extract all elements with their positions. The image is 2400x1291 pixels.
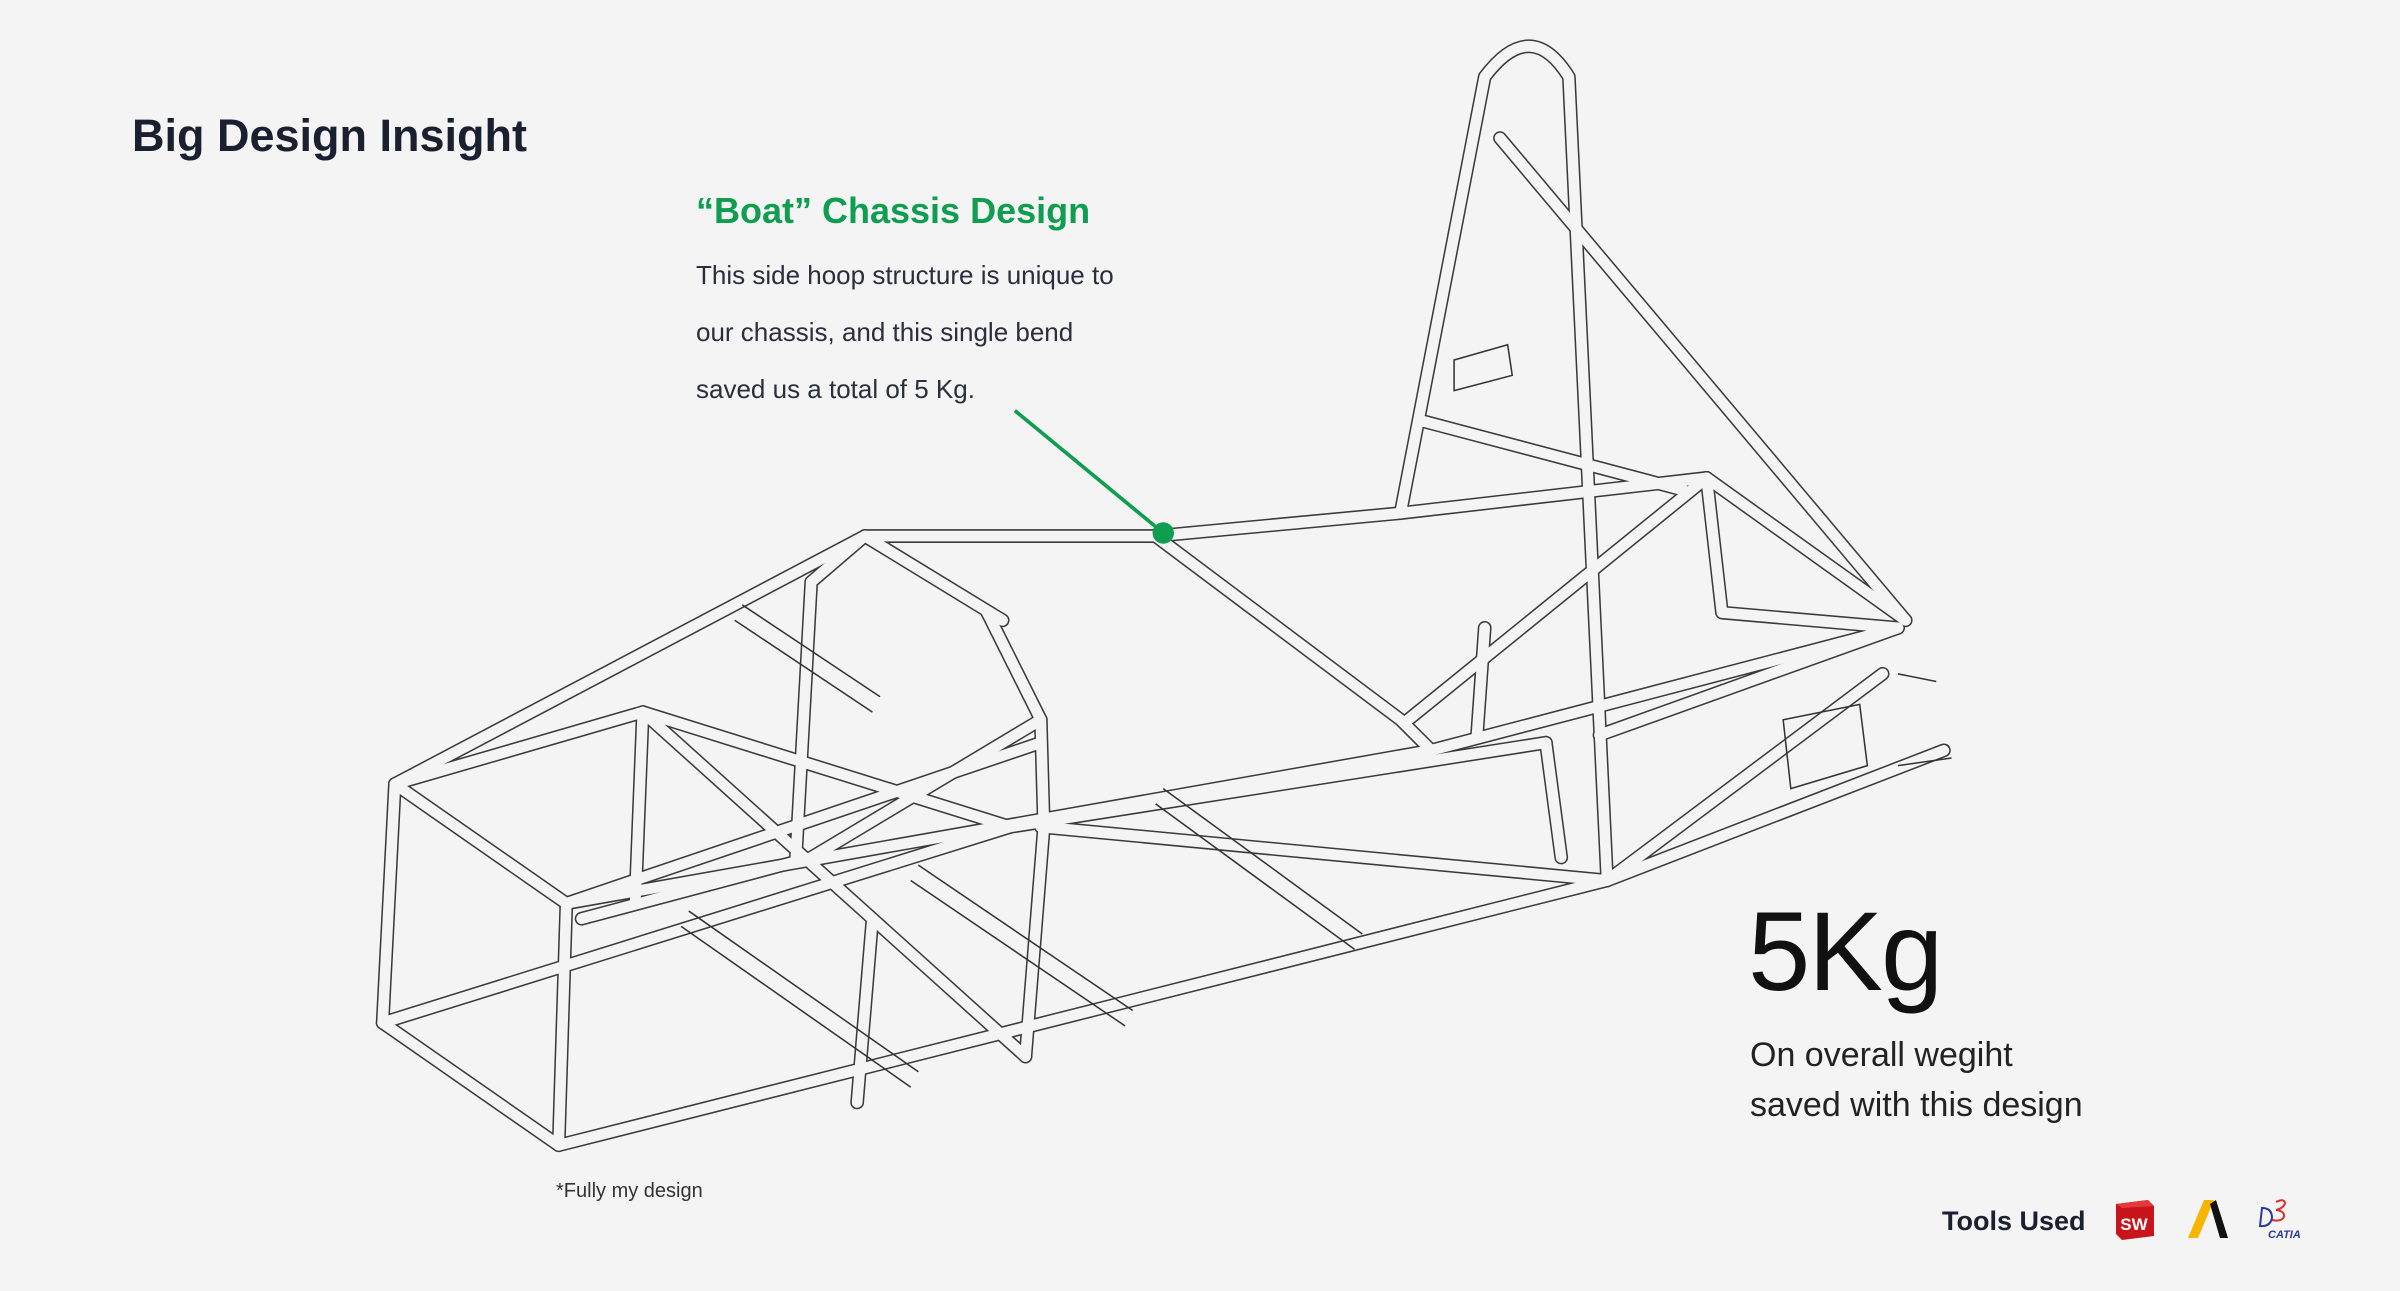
ansys-icon	[2184, 1196, 2230, 1242]
chassis-tube-fill	[1601, 668, 1889, 886]
chassis-tube-fill	[1402, 472, 1712, 726]
callout-text-line: our chassis, and this single bend	[696, 317, 1074, 347]
chassis-tube-fill	[1701, 472, 1904, 634]
chassis-mount-bracket	[1155, 787, 1363, 950]
tools-used-label: Tools Used	[1942, 1206, 2086, 1236]
callout-title: “Boat” Chassis Design	[696, 190, 1091, 231]
authorship-note: *Fully my design	[556, 1180, 703, 1202]
chassis-mount-bracket	[1897, 673, 1952, 767]
stat-caption-line: On overall wegiht	[1750, 1036, 2013, 1074]
callout-text-line: saved us a total of 5 Kg.	[696, 374, 975, 404]
chassis-tube-fill	[981, 607, 1008, 626]
chassis-mount-bracket	[680, 910, 919, 1088]
chassis-tube-outline	[388, 529, 1010, 791]
chassis-tube-fill	[851, 913, 878, 1108]
chassis-mount-bracket	[1453, 343, 1514, 392]
chassis-tube-fill	[1150, 530, 1437, 756]
catia-ds-mark	[2258, 1206, 2274, 1228]
chassis-tube-fill	[1594, 622, 1904, 741]
chassis-mount-bracket	[734, 604, 881, 713]
solidworks-logo-text: SW	[2120, 1215, 2148, 1234]
chassis-tube-fill	[389, 530, 1008, 790]
chassis-tube-outline	[559, 621, 1905, 911]
chassis-mount-bracket	[1782, 703, 1869, 790]
weight-saved-value: 5Kg	[1748, 889, 1943, 1014]
catia-icon: CATIA	[2254, 1196, 2310, 1242]
catia-logo-text: CATIA	[2268, 1229, 2301, 1241]
chassis-tube-fill	[981, 607, 1050, 1062]
callout-leader-line	[1013, 409, 1165, 535]
chassis-tube-fill	[377, 778, 572, 1151]
page-title: Big Design Insight	[132, 110, 528, 161]
chassis-tube-outline	[551, 743, 1951, 1153]
chassis-tube-fill	[629, 706, 649, 909]
chassis-tube-outline	[857, 471, 1913, 628]
catia-ds-mark	[2271, 1199, 2287, 1222]
chassis-tube-fill	[1418, 415, 1690, 496]
chassis-tube-fill	[1540, 737, 1567, 863]
chassis-tube-fill	[1395, 40, 1613, 886]
solidworks-icon: SW	[2112, 1196, 2158, 1242]
chassis-tube-fill	[859, 472, 1911, 626]
chassis-mount-bracket	[910, 864, 1134, 1027]
chassis-tube-fill	[1035, 821, 1613, 886]
chassis-tube-fill	[1471, 622, 1491, 741]
callout-text-line: This side hoop structure is unique to	[696, 260, 1114, 290]
stat-caption-line: saved with this design	[1750, 1086, 2083, 1124]
chassis-tube-fill	[637, 706, 1031, 1062]
chassis-tube-fill	[1494, 132, 1911, 626]
callout-anchor-dot	[1152, 522, 1174, 544]
